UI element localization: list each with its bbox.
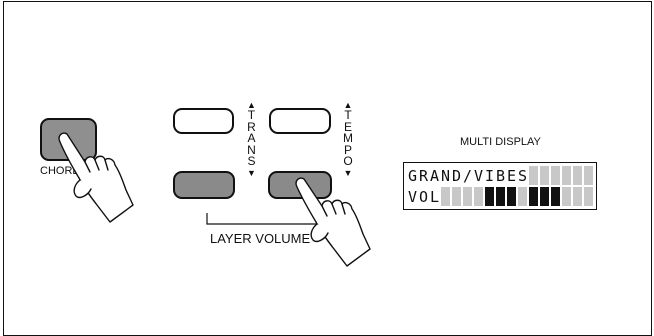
- lcd-character: B: [495, 166, 506, 185]
- lcd-cell: /: [463, 166, 472, 185]
- lcd-character: V: [473, 166, 484, 185]
- layer-volume-label: LAYER VOLUME: [210, 231, 311, 246]
- lcd-cell: A: [430, 166, 439, 185]
- lcd-cell: I: [485, 166, 494, 185]
- lcd-cell: V: [408, 187, 417, 206]
- tempo-up-button[interactable]: [269, 108, 331, 134]
- lcd-cell: L: [430, 187, 439, 206]
- lcd-cell: [573, 187, 582, 206]
- lcd-cell: [584, 187, 593, 206]
- lcd-character: I: [484, 166, 495, 185]
- lcd-cell: [584, 166, 593, 185]
- lcd-cell: [518, 187, 527, 206]
- tempo-label-group: ▲ T E M P O ▼: [343, 100, 353, 178]
- lcd-cell: S: [518, 166, 527, 185]
- lcd-character: V: [407, 187, 418, 206]
- lcd-character: S: [517, 166, 528, 185]
- trans-letter: A: [247, 131, 256, 145]
- trans-letter: R: [247, 119, 256, 134]
- layer-volume-down-button[interactable]: [173, 171, 235, 199]
- chord-label: CHORD: [40, 165, 81, 177]
- arrow-down-icon: ▼: [343, 167, 353, 178]
- lcd-cell: [540, 166, 549, 185]
- lcd-cell: V: [474, 166, 483, 185]
- lcd-cell: N: [441, 166, 450, 185]
- lcd-cell: [529, 187, 538, 206]
- lcd-cell: [507, 187, 516, 206]
- lcd-character: N: [440, 166, 451, 185]
- trans-letter: N: [247, 142, 256, 157]
- trans-label-group: ▲ T R A N S ▼: [247, 100, 256, 178]
- arrow-up-icon: ▲: [343, 100, 353, 110]
- hand-icon: [295, 177, 371, 267]
- arrow-up-icon: ▲: [247, 100, 256, 110]
- lcd-cell: [562, 166, 571, 185]
- lcd-cell: D: [452, 166, 461, 185]
- lcd-cell: [452, 187, 461, 206]
- lcd-cell: [474, 187, 483, 206]
- arrow-down-icon: ▼: [247, 167, 256, 178]
- tempo-letter: E: [343, 119, 352, 134]
- tempo-letter: P: [343, 142, 352, 157]
- tempo-letter: T: [344, 108, 352, 122]
- lcd-character: E: [506, 166, 517, 185]
- lcd-character: L: [429, 187, 440, 206]
- lcd-character: D: [451, 166, 462, 185]
- lcd-cell: [529, 166, 538, 185]
- lcd-cell: [496, 187, 505, 206]
- lcd-cell: [441, 187, 450, 206]
- hand-icon: [58, 132, 134, 223]
- lcd-cell: [573, 166, 582, 185]
- lcd-cell: [551, 187, 560, 206]
- lcd-cell: O: [419, 187, 428, 206]
- lcd-character: A: [429, 166, 440, 185]
- tempo-letter: M: [343, 131, 353, 145]
- tempo-letter: O: [343, 154, 353, 168]
- lcd-character: G: [407, 166, 418, 185]
- lcd-cell: [551, 166, 560, 185]
- lcd-cell: E: [507, 166, 516, 185]
- lcd-character: /: [462, 166, 473, 185]
- trans-letter: T: [247, 108, 256, 122]
- trans-up-button[interactable]: [173, 108, 234, 134]
- lcd-cell: [562, 187, 571, 206]
- lcd-cell: R: [419, 166, 428, 185]
- multi-display-label: MULTI DISPLAY: [460, 136, 541, 148]
- lcd-character: R: [418, 166, 429, 185]
- lcd-cell: B: [496, 166, 505, 185]
- lcd-cell: [463, 187, 472, 206]
- lcd-cell: [485, 187, 494, 206]
- lcd-cell: G: [408, 166, 417, 185]
- lcd-cell: [540, 187, 549, 206]
- trans-letter: S: [247, 154, 256, 168]
- lcd-character: O: [418, 187, 429, 206]
